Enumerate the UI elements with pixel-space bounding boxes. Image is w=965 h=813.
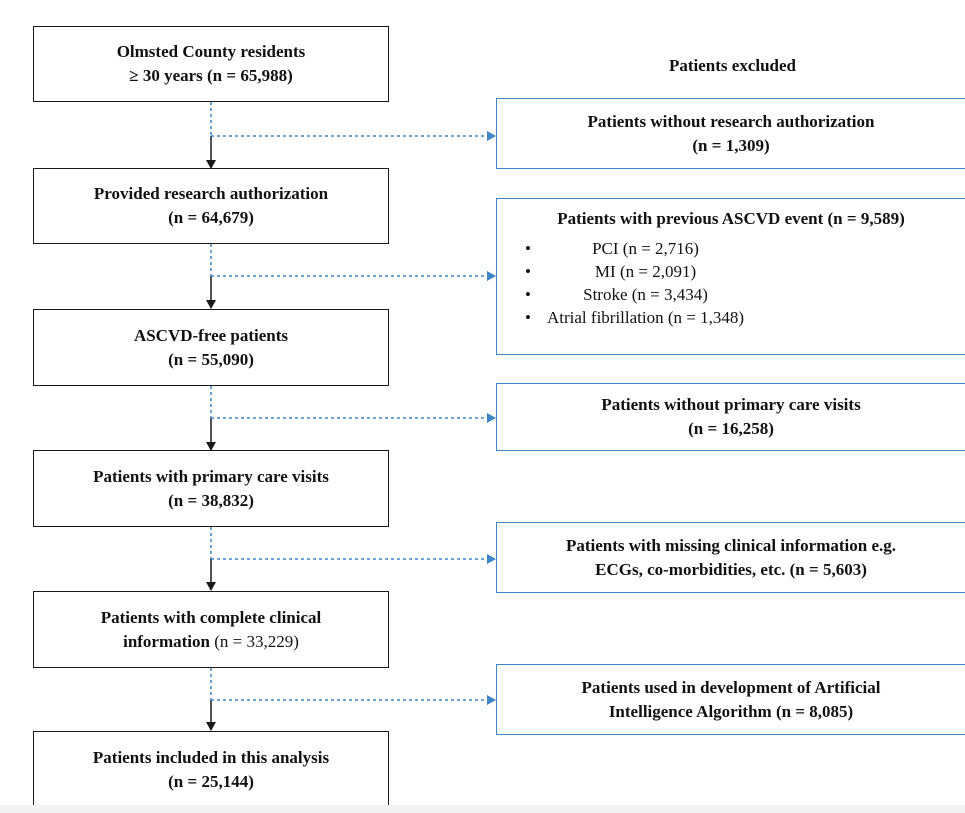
step-box-5: Patients with complete clinical informat…: [33, 591, 389, 668]
step-5-line1: Patients with complete clinical: [100, 607, 322, 627]
ascvd-item-pci: PCI (n = 2,716): [497, 237, 744, 260]
exclusion-4-line2: ECGs, co-morbidities, etc. (n = 5,603): [595, 559, 867, 579]
exclusion-5-line1: Patients used in development of Artifici…: [581, 677, 881, 697]
exclusion-box-5: Patients used in development of Artifici…: [496, 664, 965, 735]
step-5-line2-count: (n = 33,229): [209, 631, 299, 651]
exclusion-box-3: Patients without primary care visits (n …: [496, 383, 965, 451]
exclusion-box-2: Patients with previous ASCVD event (n = …: [496, 198, 965, 355]
ascvd-item-mi: MI (n = 2,091): [497, 260, 744, 283]
step-2-line1: Provided research authorization: [93, 184, 329, 203]
exclusion-box-4: Patients with missing clinical informati…: [496, 522, 965, 593]
bottom-edge-strip: [0, 805, 965, 813]
step-box-2: Provided research authorization (n = 64,…: [33, 168, 389, 244]
step-box-1: Olmsted County residents ≥ 30 years (n =…: [33, 26, 389, 102]
exclusion-1-line2: (n = 1,309): [692, 135, 770, 155]
step-box-3: ASCVD-free patients (n = 55,090): [33, 309, 389, 386]
ascvd-item-stroke: Stroke (n = 3,434): [497, 283, 744, 306]
step-1-line1: Olmsted County residents: [116, 42, 306, 61]
step-6-line1: Patients included in this analysis: [92, 747, 330, 767]
step-1-line2: ≥ 30 years (n = 65,988): [129, 66, 293, 85]
excluded-heading: Patients excluded: [668, 56, 797, 75]
step-6-line2: (n = 25,144): [168, 771, 254, 791]
exclusion-4-line1: Patients with missing clinical informati…: [565, 535, 897, 555]
ascvd-item-afib: Atrial fibrillation (n = 1,348): [497, 306, 744, 329]
exclusion-2-title: Patients with previous ASCVD event (n = …: [557, 209, 905, 228]
step-3-line2: (n = 55,090): [168, 349, 254, 369]
step-5-line2-bold: information: [123, 631, 210, 651]
exclusion-box-1: Patients without research authorization …: [496, 98, 965, 169]
step-4-line2: (n = 38,832): [168, 490, 254, 510]
step-box-4: Patients with primary care visits (n = 3…: [33, 450, 389, 527]
step-box-6: Patients included in this analysis (n = …: [33, 731, 389, 808]
step-3-line1: ASCVD-free patients: [133, 325, 289, 345]
step-5-line2: information (n = 33,229): [123, 630, 299, 654]
exclusion-3-line2: (n = 16,258): [688, 419, 774, 438]
step-2-line2: (n = 64,679): [168, 208, 254, 227]
step-4-line1: Patients with primary care visits: [93, 466, 329, 486]
exclusion-1-line1: Patients without research authorization: [587, 111, 875, 131]
ascvd-event-list: PCI (n = 2,716) MI (n = 2,091) Stroke (n…: [497, 237, 744, 329]
exclusion-3-line1: Patients without primary care visits: [601, 395, 861, 414]
exclusion-5-line2: Intelligence Algorithm (n = 8,085): [608, 701, 854, 721]
